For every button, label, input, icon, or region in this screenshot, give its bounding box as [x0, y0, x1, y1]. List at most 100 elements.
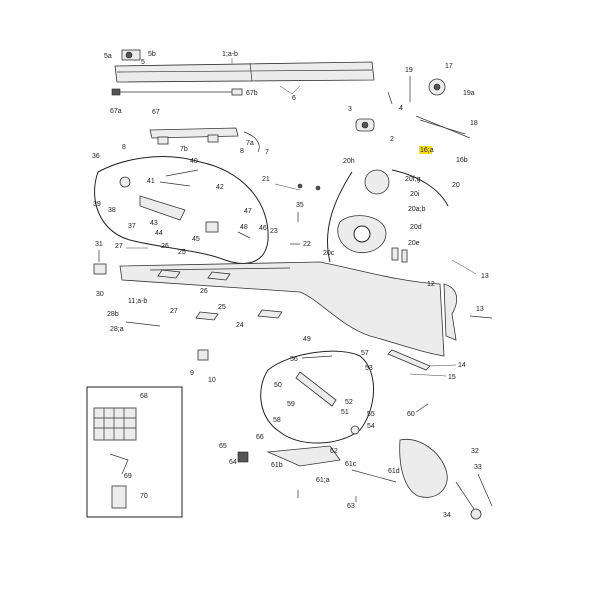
label-59: 59 — [287, 401, 295, 408]
trigger-guard-group: 14 15 — [387, 349, 466, 381]
label-22: 22 — [303, 241, 311, 248]
patchbox-group: 20h 20f;g 20i 20 20a;b 20d 20e 20c — [323, 158, 460, 263]
set-trigger-plate-part — [295, 371, 337, 407]
label-4: 4 — [399, 105, 403, 112]
label-49: 49 — [303, 336, 311, 343]
label-16a: 16;a — [420, 147, 434, 154]
patchbox-cover-part — [364, 169, 390, 195]
group-49-outline — [260, 350, 374, 444]
nipple-set-part — [93, 407, 137, 441]
stock-group: 31 30 27 26 25 11;a-b 26 25 27 28b 28;a … — [93, 241, 445, 357]
label-26a: 26 — [161, 243, 169, 250]
label-6: 6 — [292, 95, 296, 102]
capper-part — [111, 485, 127, 509]
screws-group: 21 35 23 22 — [262, 176, 321, 248]
buttplate-group: 12 13 13 — [427, 259, 493, 341]
ramrod-group: 67a 67 — [110, 88, 243, 116]
label-42: 42 — [216, 184, 224, 191]
label-55: 55 — [367, 411, 375, 418]
label-50: 50 — [274, 382, 282, 389]
label-45: 45 — [192, 236, 200, 243]
sideplate-group: 32 33 34 — [399, 438, 493, 520]
label-51: 51 — [341, 409, 349, 416]
label-64: 64 — [229, 459, 237, 466]
buttplate-part — [443, 283, 458, 341]
label-8a: 8 — [122, 144, 126, 151]
label-3: 3 — [348, 106, 352, 113]
label-34: 34 — [443, 512, 451, 519]
label-61c: 61c — [345, 461, 357, 468]
label-63: 63 — [347, 503, 355, 510]
label-5a: 5a — [104, 53, 112, 60]
nipple-part — [197, 349, 209, 361]
label-57: 57 — [361, 350, 369, 357]
sight-base-group: 8 7b 7a 8 7 — [122, 127, 269, 156]
sideplate-part — [399, 438, 448, 498]
sideplate-bolt-part — [455, 481, 477, 513]
label-25a: 25 — [178, 249, 186, 256]
label-30: 30 — [96, 291, 104, 298]
sear-part — [119, 176, 131, 188]
label-27b: 27 — [170, 308, 178, 315]
label-38: 38 — [108, 207, 116, 214]
toe-plate-part — [266, 445, 341, 467]
label-20i: 20i — [410, 191, 420, 198]
label-20e: 20e — [408, 240, 420, 247]
label-47: 47 — [244, 208, 252, 215]
label-19: 19 — [405, 67, 413, 74]
label-9: 9 — [190, 370, 194, 377]
barrel-part — [114, 61, 375, 83]
label-2: 2 — [390, 136, 394, 143]
label-62: 62 — [330, 448, 338, 455]
label-20c: 20c — [323, 250, 335, 257]
label-20d: 20d — [410, 224, 422, 231]
highlight-marker — [419, 146, 432, 154]
label-44: 44 — [155, 230, 163, 237]
label-56: 56 — [290, 356, 298, 363]
label-17: 17 — [445, 63, 453, 70]
label-10: 10 — [208, 377, 216, 384]
label-27a: 27 — [115, 243, 123, 250]
hardware-group: 65 66 64 62 61b 61c 61d 61;a 63 — [219, 434, 400, 510]
trigger-assembly-group: 36 40 41 42 39 38 43 37 44 45 47 46 48 — [92, 153, 269, 264]
label-19a: 19a — [463, 90, 475, 97]
trigger-part — [205, 221, 219, 233]
accessories-inset: 68 69 70 — [86, 386, 183, 518]
label-67b: 67b — [246, 90, 258, 97]
label-14: 14 — [458, 362, 466, 369]
label-36: 36 — [92, 153, 100, 160]
label-7: 7 — [265, 149, 269, 156]
label-58: 58 — [273, 417, 281, 424]
label-13a: 13 — [481, 273, 489, 280]
label-32: 32 — [471, 448, 479, 455]
wrench-part — [109, 453, 129, 475]
label-7b: 7b — [180, 146, 188, 153]
barrel-group: 1;a-b 67b 6 — [114, 51, 375, 102]
label-60: 60 — [407, 411, 415, 418]
set-trigger-group: 49 56 57 53 50 52 59 51 55 58 54 — [260, 336, 375, 444]
label-41: 41 — [147, 178, 155, 185]
sight-screw-part — [125, 51, 133, 59]
label-5: 5 — [141, 59, 145, 66]
label-1ab: 1;a-b — [222, 51, 238, 58]
label-46: 46 — [259, 225, 267, 232]
label-54: 54 — [367, 423, 375, 430]
label-18: 18 — [470, 120, 478, 127]
label-12: 12 — [427, 281, 435, 288]
label-20h: 20h — [343, 158, 355, 165]
label-31: 31 — [95, 241, 103, 248]
label-33: 33 — [474, 464, 482, 471]
label-16b: 16b — [456, 157, 468, 164]
label-48: 48 — [240, 224, 248, 231]
small-parts-group: 9 10 60 — [190, 349, 429, 418]
inset-box — [86, 386, 183, 518]
label-39: 39 — [93, 201, 101, 208]
label-23: 23 — [270, 228, 278, 235]
label-66: 66 — [256, 434, 264, 441]
forend-cap-part — [93, 263, 107, 275]
label-61b: 61b — [271, 462, 283, 469]
label-53: 53 — [365, 365, 373, 372]
label-37: 37 — [128, 223, 136, 230]
